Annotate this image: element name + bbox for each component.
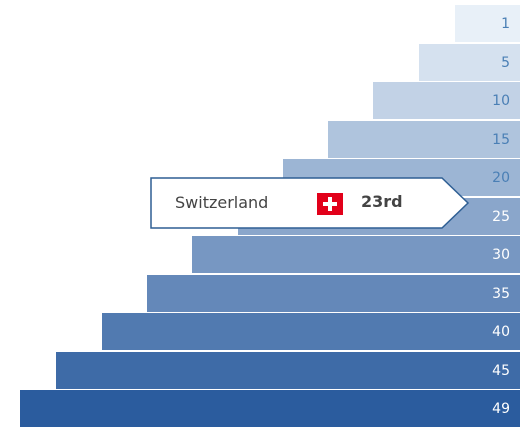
step-label-49: 49 — [492, 401, 510, 417]
step-label-5: 5 — [501, 54, 510, 71]
step-label-10: 10 — [492, 93, 510, 109]
step-bar-45 — [56, 351, 520, 389]
step-bar-30 — [192, 236, 520, 273]
step-label-25: 25 — [492, 208, 510, 225]
step-bar-1 — [455, 5, 520, 42]
step-label-35: 35 — [492, 285, 510, 302]
step-bar-10 — [373, 82, 520, 119]
swiss-flag-icon — [317, 193, 343, 215]
step-label-30: 30 — [492, 247, 510, 263]
step-bar-5 — [418, 43, 520, 81]
callout-shape — [150, 177, 470, 229]
step-bar-35 — [146, 274, 520, 312]
step-bar-15 — [328, 120, 520, 158]
step-bar-49 — [20, 390, 520, 427]
callout-rank-label: 23rd — [361, 192, 403, 211]
step-label-1: 1 — [501, 16, 510, 32]
highlight-callout: Switzerland 23rd — [150, 177, 470, 229]
step-bar-40 — [101, 313, 520, 350]
step-label-45: 45 — [492, 362, 510, 379]
callout-country-name: Switzerland — [175, 193, 269, 212]
step-label-15: 15 — [492, 131, 510, 148]
step-label-20: 20 — [492, 170, 510, 186]
step-label-40: 40 — [492, 324, 510, 340]
